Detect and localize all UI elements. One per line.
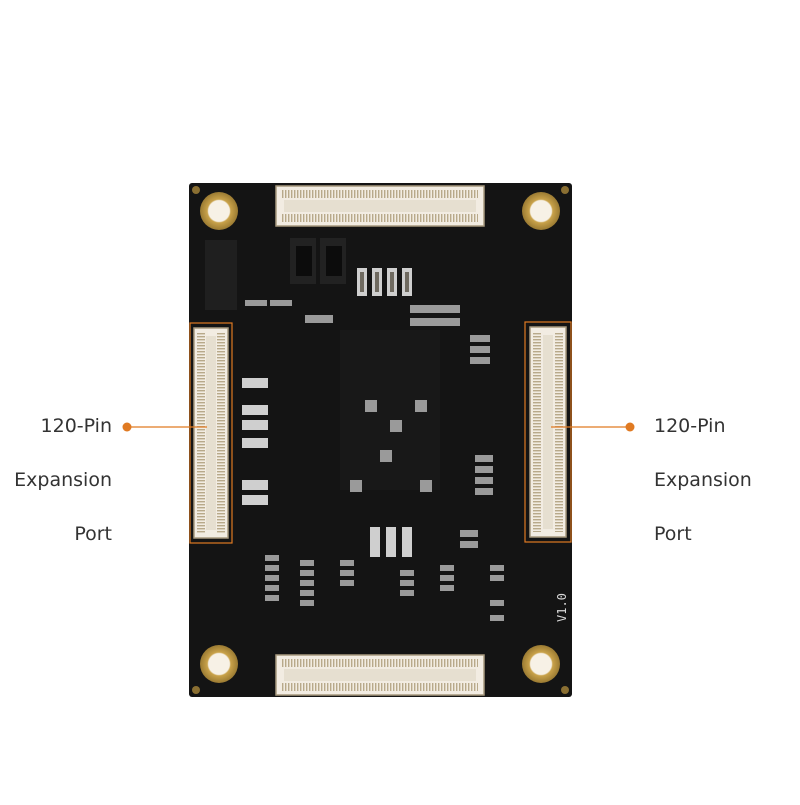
left-expansion-port-label: 120-Pin Expansion Port <box>0 386 112 575</box>
mounting-holes <box>192 186 569 694</box>
left-expansion-connector <box>189 322 233 544</box>
bottom-board-connector <box>275 654 485 696</box>
callout-leaders <box>122 422 635 432</box>
left-label-line3: Port <box>74 523 112 545</box>
top-board-connector <box>275 185 485 227</box>
right-label-line3: Port <box>654 523 692 545</box>
right-label-line1: 120-Pin <box>654 415 726 437</box>
right-label-line2: Expansion <box>654 469 752 491</box>
version-silkscreen: V1.0 <box>555 593 569 622</box>
left-label-line1: 120-Pin <box>40 415 112 437</box>
left-label-line2: Expansion <box>14 469 112 491</box>
passive-components <box>242 268 504 621</box>
right-expansion-connector <box>524 321 572 543</box>
right-expansion-port-label: 120-Pin Expansion Port <box>654 386 774 575</box>
